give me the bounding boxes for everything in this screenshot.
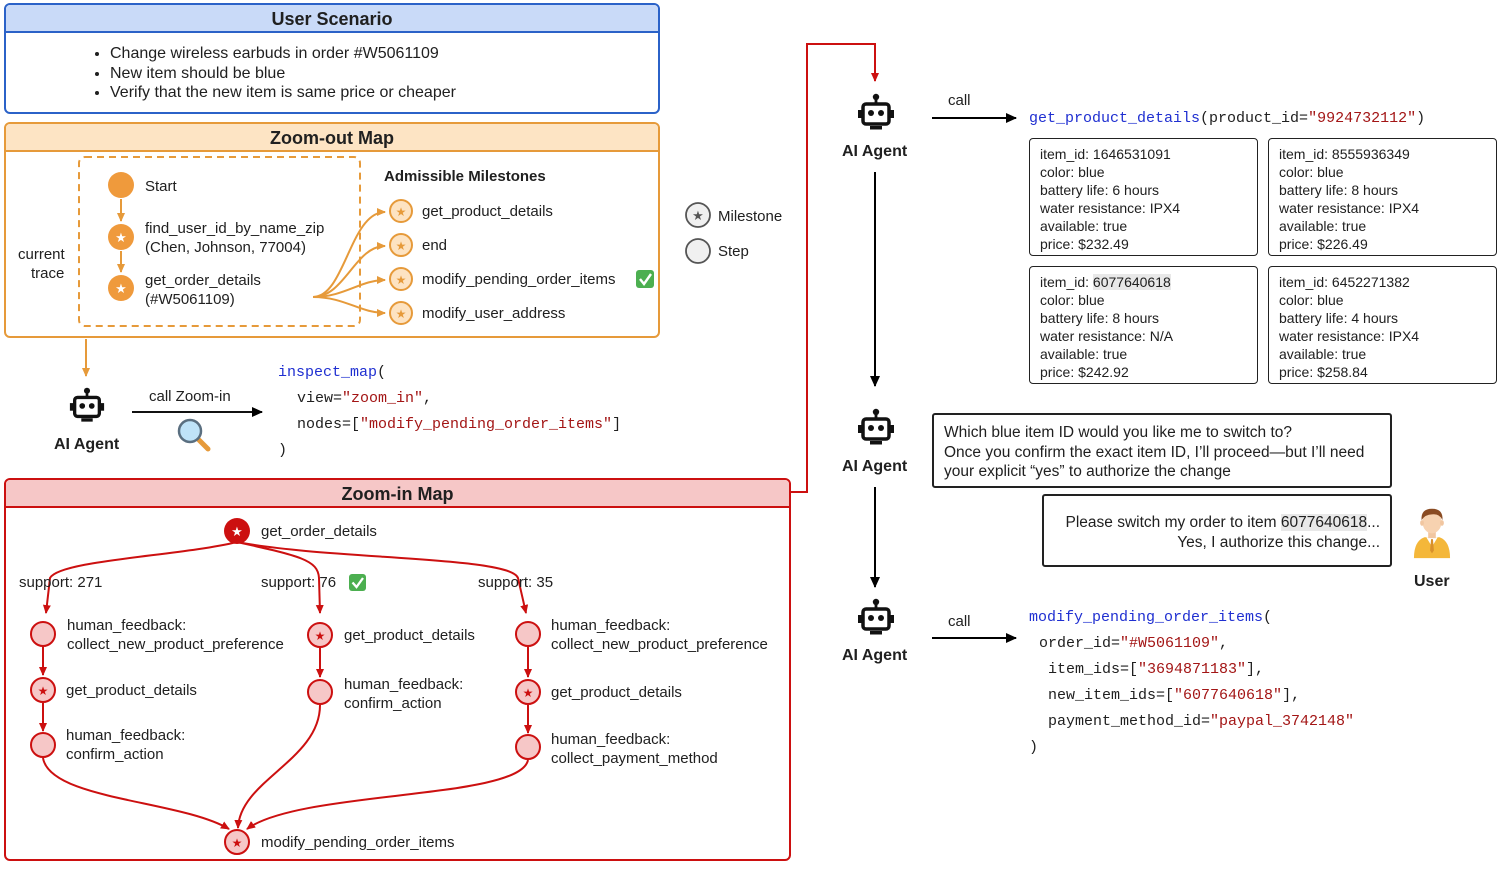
modify-order-code-arg: item_ids=["3694871183"], <box>1048 661 1265 678</box>
modify-order-code-close: ) <box>1029 739 1039 756</box>
scenario-bullet: Verify that the new item is same price o… <box>110 83 670 103</box>
svg-text:★: ★ <box>396 273 407 287</box>
svg-text:★: ★ <box>231 525 243 540</box>
svg-text:★: ★ <box>232 836 243 850</box>
zoom-in-node-label: human_feedback: <box>66 727 186 744</box>
agent-label: AI Agent <box>842 647 908 664</box>
product-card: item_id: 1646531091 color: blue battery … <box>1029 138 1258 256</box>
modify-order-code-arg: new_item_ids=["6077640618"], <box>1048 687 1301 704</box>
legend-milestone-icon <box>685 202 711 228</box>
svg-text:★: ★ <box>38 684 49 698</box>
zoom-in-bottom-node-label: modify_pending_order_items <box>261 834 455 851</box>
call-label: call <box>948 92 971 109</box>
zoom-in-node-label: get_product_details <box>551 684 682 701</box>
user-scenario-panel: User Scenario <box>4 3 660 114</box>
inspect-map-code-view: view="zoom_in", <box>297 390 433 407</box>
scenario-bullet: Change wireless earbuds in order #W50611… <box>110 44 670 64</box>
svg-text:★: ★ <box>396 205 407 219</box>
trace-label: current <box>18 246 65 263</box>
milestone-label: modify_user_address <box>422 305 566 322</box>
inspect-map-code-close: ) <box>278 442 288 459</box>
star-icon: ★ <box>115 231 127 246</box>
modify-order-code-arg: order_id="#W5061109", <box>1039 635 1229 652</box>
magnifier-icon <box>177 418 211 452</box>
zoom-out-panel: Zoom-out Map <box>4 122 660 338</box>
modify-order-code: modify_pending_order_items( <box>1029 609 1273 626</box>
zoom-in-node-label: get_product_details <box>344 627 475 644</box>
svg-text:★: ★ <box>523 686 534 700</box>
product-card: item_id: 6077640618 color: blue battery … <box>1029 266 1258 384</box>
trace-node-label: Start <box>145 178 177 195</box>
inspect-map-code-nodes: nodes=["modify_pending_order_items"] <box>297 416 622 433</box>
zoom-in-node-label: get_product_details <box>66 682 197 699</box>
user-scenario-title: User Scenario <box>6 5 658 33</box>
milestone-label: modify_pending_order_items <box>422 271 616 288</box>
user-message-bubble: Please switch my order to item 607764061… <box>1042 494 1392 567</box>
svg-text:★: ★ <box>396 307 407 321</box>
legend-milestone-label: Milestone <box>718 208 783 225</box>
legend-step-icon <box>685 238 711 264</box>
current-trace-box <box>78 156 361 327</box>
start-node <box>108 172 134 198</box>
user-avatar-icon <box>1413 508 1451 559</box>
star-icon: ★ <box>115 282 127 297</box>
zoom-in-node-label: collect_payment_method <box>551 750 718 767</box>
zoom-in-node-label: human_feedback: <box>551 617 671 634</box>
modify-order-code-arg: payment_method_id="paypal_3742148" <box>1048 713 1355 730</box>
trace-node-get-order <box>108 275 134 301</box>
legend-step-label: Step <box>718 243 749 260</box>
zoom-in-node-label: human_feedback: <box>551 731 671 748</box>
zoom-in-node-label: confirm_action <box>66 746 164 763</box>
agent-robot-icon <box>856 597 896 637</box>
call-label: call <box>948 613 971 630</box>
agent-label: AI Agent <box>842 143 908 160</box>
agent-label: AI Agent <box>842 458 908 475</box>
trace-node-label: get_order_details <box>145 272 261 289</box>
admissible-title: Admissible Milestones <box>384 168 546 185</box>
agent-robot-icon <box>856 92 896 132</box>
scenario-bullets: Change wireless earbuds in order #W50611… <box>88 44 670 103</box>
zoom-in-nodes: ★ ★ ★ ★ ★ <box>30 518 541 855</box>
zoom-in-panel: Zoom-in Map <box>4 478 791 861</box>
agent-message-bubble: Which blue item ID would you like me to … <box>932 413 1392 488</box>
trace-node-find-user <box>108 224 134 250</box>
user-label: User <box>1414 573 1450 590</box>
svg-text:★: ★ <box>396 239 407 253</box>
scenario-bullet: New item should be blue <box>110 64 670 84</box>
get-product-details-code: get_product_details(product_id="99247321… <box>1029 110 1426 127</box>
trace-label: trace <box>31 265 65 282</box>
zoom-in-node-label: human_feedback: <box>67 617 187 634</box>
zoom-in-node-label: collect_new_product_preference <box>67 636 284 653</box>
support-label: support: 35 <box>478 574 554 591</box>
inspect-map-code: inspect_map( <box>278 364 387 381</box>
call-zoom-in-label: call Zoom-in <box>149 388 231 405</box>
milestone-label: end <box>422 237 448 254</box>
support-label: support: 271 <box>19 574 103 591</box>
zoom-in-node-label: human_feedback: <box>344 676 464 693</box>
zoom-in-title: Zoom-in Map <box>6 480 789 508</box>
zoom-out-title: Zoom-out Map <box>6 124 658 152</box>
agent-robot-icon <box>68 386 106 424</box>
trace-node-sub: (#W5061109) <box>145 291 235 308</box>
trace-node-label: find_user_id_by_name_zip <box>145 220 325 237</box>
agent-label: AI Agent <box>54 436 120 453</box>
zoom-in-node-label: collect_new_product_preference <box>551 636 768 653</box>
zoom-in-top-node-label: get_order_details <box>261 523 377 540</box>
svg-text:★: ★ <box>692 209 704 224</box>
product-card: item_id: 8555936349 color: blue battery … <box>1268 138 1497 256</box>
agent-robot-icon <box>856 407 896 447</box>
milestone-label: get_product_details <box>422 203 553 220</box>
zoom-in-node-label: confirm_action <box>344 695 442 712</box>
trace-node-sub: (Chen, Johnson, 77004) <box>145 239 306 256</box>
flow-connector <box>791 43 879 493</box>
svg-text:★: ★ <box>315 629 326 643</box>
support-label: support: 76 <box>261 574 337 591</box>
product-card: item_id: 6452271382 color: blue battery … <box>1268 266 1497 384</box>
milestone-nodes: ★ ★ ★ ★ <box>389 199 413 325</box>
